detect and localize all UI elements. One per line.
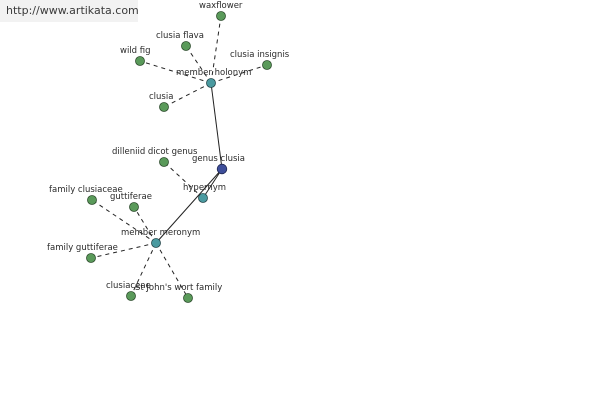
node-labels: waxflower clusia flava wild fig clusia i… <box>47 1 290 293</box>
edge-meronym-family-clusiaceae <box>91 199 157 244</box>
node-clusiaceae[interactable] <box>126 291 136 301</box>
node-genus-clusia[interactable] <box>216 163 228 175</box>
label-clusia-insignis: clusia insignis <box>230 50 290 60</box>
dashed-edges <box>90 15 268 299</box>
label-dilleniid-dicot-genus: dilleniid dicot genus <box>112 147 198 157</box>
node-hypernym[interactable] <box>198 193 208 203</box>
node-family-guttiferae[interactable] <box>86 253 96 263</box>
relation-nodes <box>151 78 216 248</box>
edge-meronym-family-guttiferae <box>90 242 157 259</box>
label-guttiferae: guttiferae <box>110 192 152 202</box>
node-wild-fig[interactable] <box>135 56 145 66</box>
label-clusia-flava: clusia flava <box>156 31 204 41</box>
node-clusia-insignis[interactable] <box>262 60 272 70</box>
solid-edges <box>155 82 223 244</box>
label-clusiaceae: clusiaceae <box>106 281 151 291</box>
label-genus-clusia: genus clusia <box>192 154 245 164</box>
label-member-holonym: member holonym <box>176 68 251 78</box>
edge-genus-clusia-hypernym <box>202 168 223 199</box>
node-clusia[interactable] <box>159 102 169 112</box>
edge-genus-clusia-member-meronym <box>155 168 223 244</box>
label-wild-fig: wild fig <box>120 46 151 56</box>
node-waxflower[interactable] <box>216 11 226 21</box>
site-url-banner[interactable]: http://www.artikata.com <box>0 0 139 22</box>
edge-holonym-clusia-insignis <box>210 64 268 84</box>
node-dilleniid-dicot-genus[interactable] <box>159 157 169 167</box>
edge-meronym-clusiaceae <box>130 242 157 297</box>
edge-hypernym-dilleniid <box>163 161 204 199</box>
node-clusia-flava[interactable] <box>181 41 191 51</box>
label-family-clusiaceae: family clusiaceae <box>49 185 123 195</box>
edge-meronym-st-johns <box>155 242 189 299</box>
node-guttiferae[interactable] <box>129 202 139 212</box>
node-st-johns-wort-family[interactable] <box>183 293 193 303</box>
label-member-meronym: member meronym <box>121 228 200 238</box>
edge-meronym-guttiferae <box>133 206 157 244</box>
label-clusia: clusia <box>149 92 173 102</box>
edge-genus-clusia-member-holonym <box>210 82 223 170</box>
node-family-clusiaceae[interactable] <box>87 195 97 205</box>
label-family-guttiferae: family guttiferae <box>47 243 118 253</box>
node-member-meronym[interactable] <box>151 238 161 248</box>
edge-holonym-waxflower <box>210 15 222 84</box>
label-waxflower: waxflower <box>199 1 243 11</box>
leaf-nodes <box>86 11 272 303</box>
label-st-johns-wort-family: St John's wort family <box>135 283 222 293</box>
edge-holonym-clusia <box>163 82 212 108</box>
label-hypernym: hypernym <box>183 183 226 193</box>
node-member-holonym[interactable] <box>206 78 216 88</box>
